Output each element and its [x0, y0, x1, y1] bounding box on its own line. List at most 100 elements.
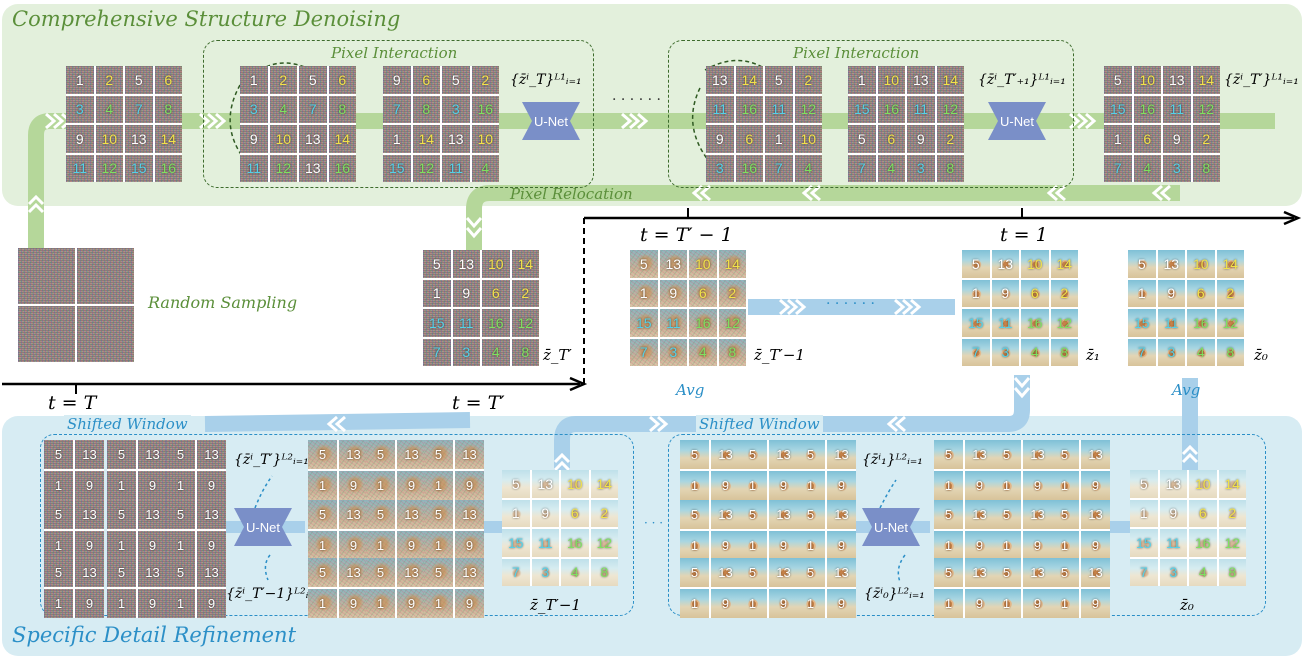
grid-cell: 14	[1192, 66, 1220, 94]
grid-cell: 1	[423, 279, 451, 307]
grid-cell: 7	[765, 154, 793, 182]
grid-cell: 8	[328, 95, 356, 123]
grid-cell: 9	[769, 589, 798, 618]
grid-cell: 3	[991, 338, 1019, 366]
grid-cell: 14	[154, 125, 182, 153]
noise-quadrant	[77, 248, 134, 304]
grid-cell: 5	[107, 440, 136, 469]
grid-cell: 9	[991, 279, 1019, 307]
grid-cell: 1	[1050, 471, 1079, 500]
grid-cell: 9	[339, 589, 368, 618]
grid-cell: 7	[299, 95, 327, 123]
grid-cell: 7	[1104, 154, 1132, 182]
grid-cell: 1	[240, 66, 268, 94]
grid-cell: 16	[689, 309, 717, 337]
grid-cell: 1	[934, 471, 963, 500]
grid-cell: 8	[718, 338, 746, 366]
grid-cell: 5	[796, 558, 825, 587]
grid-cell: 12	[718, 309, 746, 337]
grid-cell: 3	[907, 154, 935, 182]
grid-cell: 3	[1159, 558, 1187, 586]
grid-cell: 5	[366, 500, 395, 529]
grid-cell: 5	[680, 440, 709, 469]
grid-cell: 11	[765, 95, 793, 123]
grid-cell: 15	[423, 309, 451, 337]
grid-cell: 13	[711, 440, 740, 469]
grid-cell: 10	[1133, 66, 1161, 94]
ellipsis-top: · · · · · ·	[612, 92, 661, 108]
grid-cell: 13	[1157, 250, 1185, 278]
grid-cell: 14	[718, 250, 746, 278]
grid-cell: 16	[1189, 529, 1217, 557]
grid-cell: 2	[269, 66, 297, 94]
grid-cell: 7	[962, 338, 990, 366]
patch-set-1: {z̄ⁱ₁}ᴸ²ᵢ₌₁	[862, 452, 923, 468]
grid-cell: 8	[511, 338, 539, 366]
grid-cell: 1	[992, 531, 1021, 560]
unet-top-2: U-Net	[988, 102, 1046, 140]
grid-cell: 15	[125, 154, 153, 182]
grid-cell: 16	[1133, 95, 1161, 123]
grid-cell: 8	[590, 558, 618, 586]
grid-cell: 9	[965, 531, 994, 560]
grid-cell: 10	[561, 470, 589, 498]
grid-cell: 9	[827, 471, 856, 500]
grid-cell: 16	[735, 95, 763, 123]
ellipsis-bottom: · · ·	[644, 516, 664, 530]
grid-cell: 15	[1130, 529, 1158, 557]
pixel-interaction-box-1	[203, 40, 594, 188]
grid-cell: 5	[796, 440, 825, 469]
latent-z-0: z̄₀	[1254, 346, 1268, 364]
grid-cell: 5	[166, 558, 195, 587]
patch-set-T-prime-minus-1: {z̄ⁱ_T′−1}ᴸ²ᵢ₌₁	[226, 586, 322, 602]
grid-cell: 1	[308, 471, 337, 500]
unet-bottom-1: U-Net	[234, 508, 292, 546]
grid-cell: 5	[299, 66, 327, 94]
grid-cell: 1	[383, 125, 411, 153]
grid-cell: 4	[471, 154, 499, 182]
noise-quadrant	[77, 306, 134, 362]
grid-cell: 13	[711, 558, 740, 587]
grid-cell: 5	[1104, 66, 1132, 94]
grid-cell: 1	[166, 589, 195, 618]
grid-cell: 13	[339, 500, 368, 529]
grid-cell: 13	[1023, 440, 1052, 469]
grid-cell: 12	[511, 309, 539, 337]
grid-cell: 1	[366, 471, 395, 500]
grid-cell: 13	[138, 500, 167, 529]
grid-cell: 5	[44, 558, 73, 587]
grid-cell: 1	[502, 499, 530, 527]
grid-cell: 7	[848, 154, 876, 182]
grid-cell: 1	[738, 589, 767, 618]
grid-cell: 12	[412, 154, 440, 182]
grid-cell: 15	[962, 309, 990, 337]
grid-cell: 2	[1218, 499, 1246, 527]
grid-cell: 5	[166, 440, 195, 469]
grid-cell: 9	[1023, 471, 1052, 500]
grid-cell: 9	[197, 531, 226, 560]
grid-cell: 10	[95, 125, 123, 153]
grid-cell: 5	[44, 500, 73, 529]
grid-cell: 2	[1216, 279, 1244, 307]
grid-cell: 5	[1130, 470, 1158, 498]
grid-cell: 9	[711, 589, 740, 618]
grid-cell: 13	[1023, 500, 1052, 529]
grid-cell: 6	[1189, 499, 1217, 527]
unet-label: U-Net	[874, 519, 908, 535]
grid-cell: 5	[848, 125, 876, 153]
grid-cell: 13	[1081, 440, 1110, 469]
grid-cell: 13	[965, 440, 994, 469]
grid-cell: 5	[992, 500, 1021, 529]
grid-cell: 14	[1218, 470, 1246, 498]
grid-cell: 6	[1021, 279, 1049, 307]
grid-cell: 1	[765, 125, 793, 153]
structure-denoising-title: Comprehensive Structure Denoising	[12, 7, 401, 31]
